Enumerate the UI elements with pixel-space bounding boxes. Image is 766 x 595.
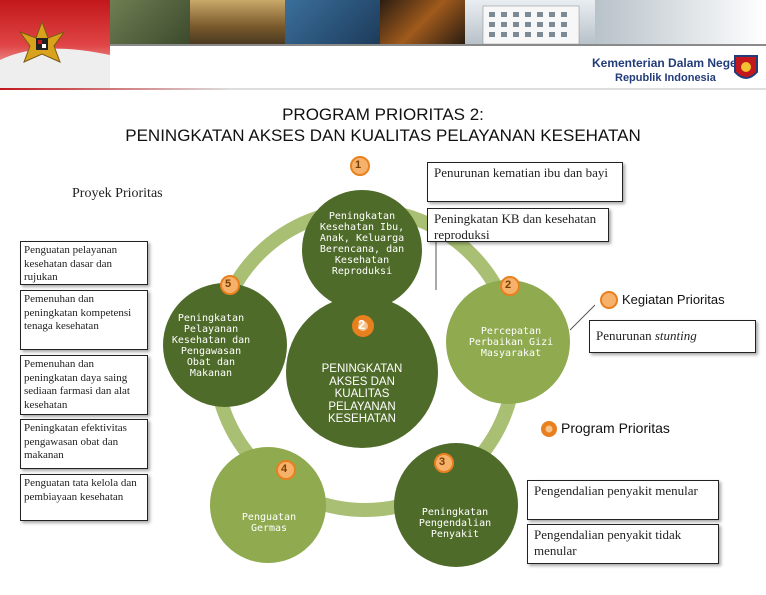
photo-bird [380,0,465,44]
photo-coast [285,0,380,44]
kegiatan-box-3a: Pengendalian penyakit menular [527,480,719,520]
connector-line [569,304,596,331]
segment-label-4: Penguatan Germas [241,512,297,534]
segment-circle-4 [210,447,326,563]
center-number: 2 [358,317,366,332]
sun-badge-icon [434,453,454,473]
segment-label-1: Peningkatan Kesehatan Ibu, Anak, Keluarg… [319,211,405,277]
proyek-item: Penguatan tata kelola dan pembiayaan kes… [20,474,148,521]
kegiatan-box-2a-emphasis: stunting [654,328,697,343]
kegiatan-box-3b: Pengendalian penyakit tidak menular [527,524,719,564]
proyek-item: Pemenuhan dan peningkatan daya saing sed… [20,355,148,415]
ministry-name: Kementerian Dalam Negeri [592,56,745,70]
photo-fade [595,0,766,44]
left-panel-heading: Proyek Prioritas [72,186,163,201]
segment-circle-1 [302,190,422,310]
header-banner [0,0,766,90]
page-title-line2: PENINGKATAN AKSES DAN KUALITAS PELAYANAN… [125,126,641,145]
kegiatan-box-1b: Peningkatan KB dan kesehatan reproduksi [427,208,609,242]
photo-landscape [190,0,285,44]
kegiatan-box-1a: Penurunan kematian ibu dan bayi [427,162,623,202]
segment-label-5: Peningkatan Pelayanan Kesehatan dan Peng… [171,313,251,379]
segment-label-2: Percepatan Perbaikan Gizi Masyarakat [468,326,554,359]
banner-bottom-line [0,88,766,90]
center-label: PENINGKATAN AKSES DAN KUALITAS PELAYANAN… [321,363,403,425]
segment-number: 3 [439,456,446,468]
legend-program-label: Program Prioritas [561,420,670,436]
program-legend-icon [541,421,557,437]
photo-building [465,0,595,45]
segment-label-3: Peningkatan Pengendalian Penyakit [418,507,492,540]
segment-number: 1 [355,159,362,171]
legend-kegiatan-label: Kegiatan Prioritas [622,292,725,307]
proyek-item: Penguatan pelayanan kesehatan dasar dan … [20,241,148,285]
proyek-item: Peningkatan efektivitas pengawasan obat … [20,419,148,469]
banner-divider [110,44,766,46]
segment-number: 2 [505,279,512,291]
segment-number: 5 [225,278,232,290]
gear-badge-icon [352,315,374,337]
ministry-country: Republik Indonesia [615,72,716,84]
kegiatan-legend-icon [600,291,618,309]
segment-circle-3 [394,443,518,567]
segment-circle-5 [163,283,287,407]
sun-badge-icon [500,276,520,296]
page-title-line1: PROGRAM PRIORITAS 2: [282,105,484,124]
sun-badge-icon [276,460,296,480]
proyek-item: Pemenuhan dan peningkatan kompetensi ten… [20,290,148,350]
ministry-logo-icon [734,55,758,79]
segment-number: 4 [281,463,288,475]
sun-badge-icon [220,275,240,295]
kegiatan-box-2a: Penurunan stunting [589,320,756,353]
segment-circle-2 [446,280,570,404]
photo-forest [110,0,190,44]
kegiatan-box-2a-text: Penurunan [596,328,652,343]
building-icon [482,5,580,45]
center-circle [286,296,438,448]
garuda-emblem-icon [0,0,110,90]
sun-badge-icon [350,156,370,176]
